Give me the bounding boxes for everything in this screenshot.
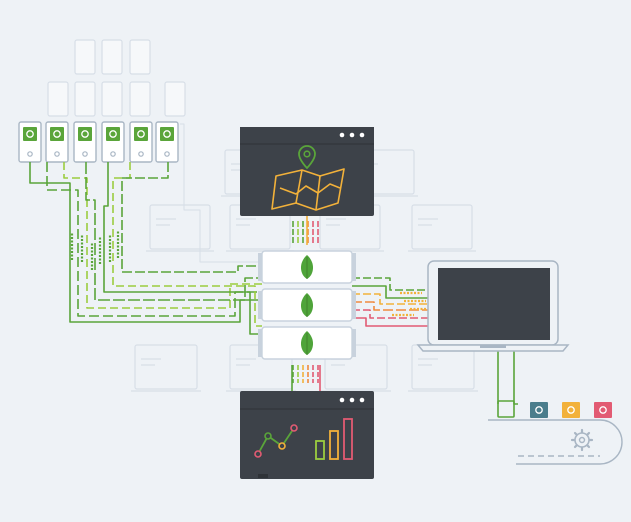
- flow-line: [63, 162, 262, 309]
- laptop-output-icons: [497, 400, 612, 418]
- user-icon: [106, 127, 120, 141]
- device: [155, 121, 179, 163]
- db-shard: [258, 288, 356, 322]
- conveyor: [488, 419, 623, 465]
- device: [18, 121, 42, 163]
- flow-line: [85, 162, 262, 301]
- ghost-device: [164, 81, 186, 117]
- gear-icon: [134, 127, 148, 141]
- device: [73, 121, 97, 163]
- device: [129, 121, 153, 163]
- mongodb-cluster: [258, 250, 356, 360]
- faint-window: [408, 344, 478, 392]
- mongodb-leaf-icon: [300, 255, 314, 279]
- ghost-device: [74, 81, 96, 117]
- output-slot: [497, 400, 515, 418]
- mongodb-leaf-icon: [300, 293, 314, 317]
- faint-window: [146, 204, 214, 252]
- cart-icon: [160, 127, 174, 141]
- ghost-device: [101, 81, 123, 117]
- dollar-icon: [50, 127, 64, 141]
- coffee-cup-icon: [594, 402, 612, 418]
- flow-line: [352, 317, 440, 327]
- analytics-window: [240, 391, 374, 479]
- laptop: [416, 260, 570, 352]
- db-shard: [258, 250, 356, 284]
- ghost-device: [129, 39, 151, 75]
- flow-line: [121, 162, 262, 273]
- faint-window: [408, 204, 476, 252]
- db-shard: [258, 326, 356, 360]
- flow-line: [352, 309, 460, 319]
- map-window: [240, 127, 374, 216]
- flow-line: [103, 162, 262, 335]
- mongodb-leaf-icon: [300, 331, 314, 355]
- ghost-device: [129, 81, 151, 117]
- heart-icon: [78, 127, 92, 141]
- gear-icon: [570, 428, 594, 452]
- device-row: [18, 121, 179, 163]
- flow-line: [29, 162, 262, 323]
- navigation-icon: [23, 127, 37, 141]
- map-icon: [271, 168, 345, 211]
- dollar-icon: [562, 402, 580, 418]
- flow-line: [180, 123, 262, 263]
- line-chart-icon: [254, 424, 298, 458]
- ghost-device: [101, 39, 123, 75]
- map-pin-icon: [298, 145, 316, 170]
- ghost-device: [47, 81, 69, 117]
- device-grid-ghost: [47, 39, 186, 117]
- bar-chart-icon: [315, 418, 353, 460]
- faint-window: [131, 344, 201, 392]
- device: [45, 121, 69, 163]
- music-icon: [530, 402, 548, 418]
- ghost-device: [74, 39, 96, 75]
- device: [101, 121, 125, 163]
